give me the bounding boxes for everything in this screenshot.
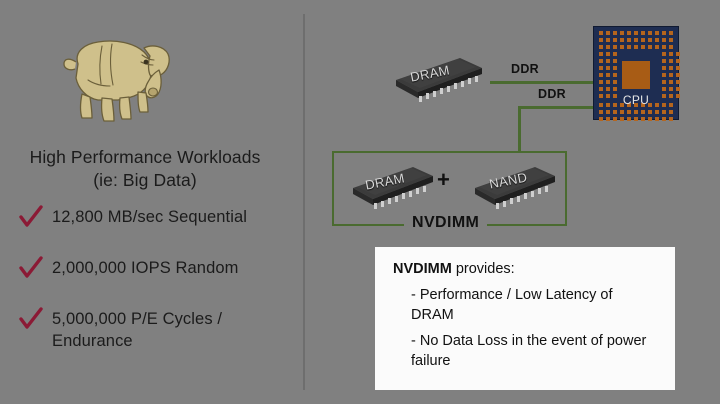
ddr-link-1-line (490, 81, 594, 84)
cpu-die (622, 61, 650, 89)
checkmark-icon (18, 306, 44, 332)
nvdimm-benefits-callout: NVDIMM provides: - Performance / Low Lat… (375, 247, 675, 390)
ddr-link-2-line-vertical (518, 106, 521, 152)
left-panel: High Performance Workloads (ie: Big Data… (0, 0, 303, 404)
list-item: 5,000,000 P/E Cycles / Endurance (18, 306, 303, 352)
callout-heading-strong: NVDIMM (393, 261, 452, 277)
performance-bullet-list: 12,800 MB/sec Sequential 2,000,000 IOPS … (18, 204, 303, 369)
plus-operator: + (437, 167, 450, 192)
dram-module-top: DRAM (386, 52, 486, 104)
workloads-heading: High Performance Workloads (ie: Big Data… (0, 146, 290, 192)
callout-item: - Performance / Low Latency of DRAM (411, 287, 613, 323)
dram-module-nvdimm: DRAM (345, 161, 437, 211)
bullet-text: 2,000,000 IOPS Random (52, 259, 239, 277)
callout-heading: NVDIMM provides: (393, 259, 659, 279)
callout-heading-rest: provides: (451, 261, 515, 277)
cpu-label: CPU (622, 93, 650, 107)
ddr-link-2-line-horizontal (518, 106, 594, 109)
ddr-link-1-label: DDR (511, 62, 539, 76)
list-item: 12,800 MB/sec Sequential (18, 204, 303, 240)
checkmark-icon (18, 204, 44, 230)
nvdimm-group-label: NVDIMM (404, 214, 488, 232)
ddr-link-2-label: DDR (538, 87, 566, 101)
list-item: 2,000,000 IOPS Random (18, 255, 303, 291)
checkmark-icon (18, 255, 44, 281)
bullet-text: 5,000,000 P/E Cycles / Endurance (52, 310, 223, 350)
hadoop-elephant-logo (58, 22, 178, 132)
panel-divider (303, 14, 305, 390)
bullet-text: 12,800 MB/sec Sequential (52, 208, 248, 226)
nand-module-nvdimm: NAND (467, 161, 559, 211)
cpu-chip: CPU (593, 26, 680, 121)
callout-item: - No Data Loss in the event of power fai… (411, 333, 647, 369)
workloads-heading-line2: (ie: Big Data) (93, 170, 197, 190)
workloads-heading-line1: High Performance Workloads (29, 147, 261, 167)
